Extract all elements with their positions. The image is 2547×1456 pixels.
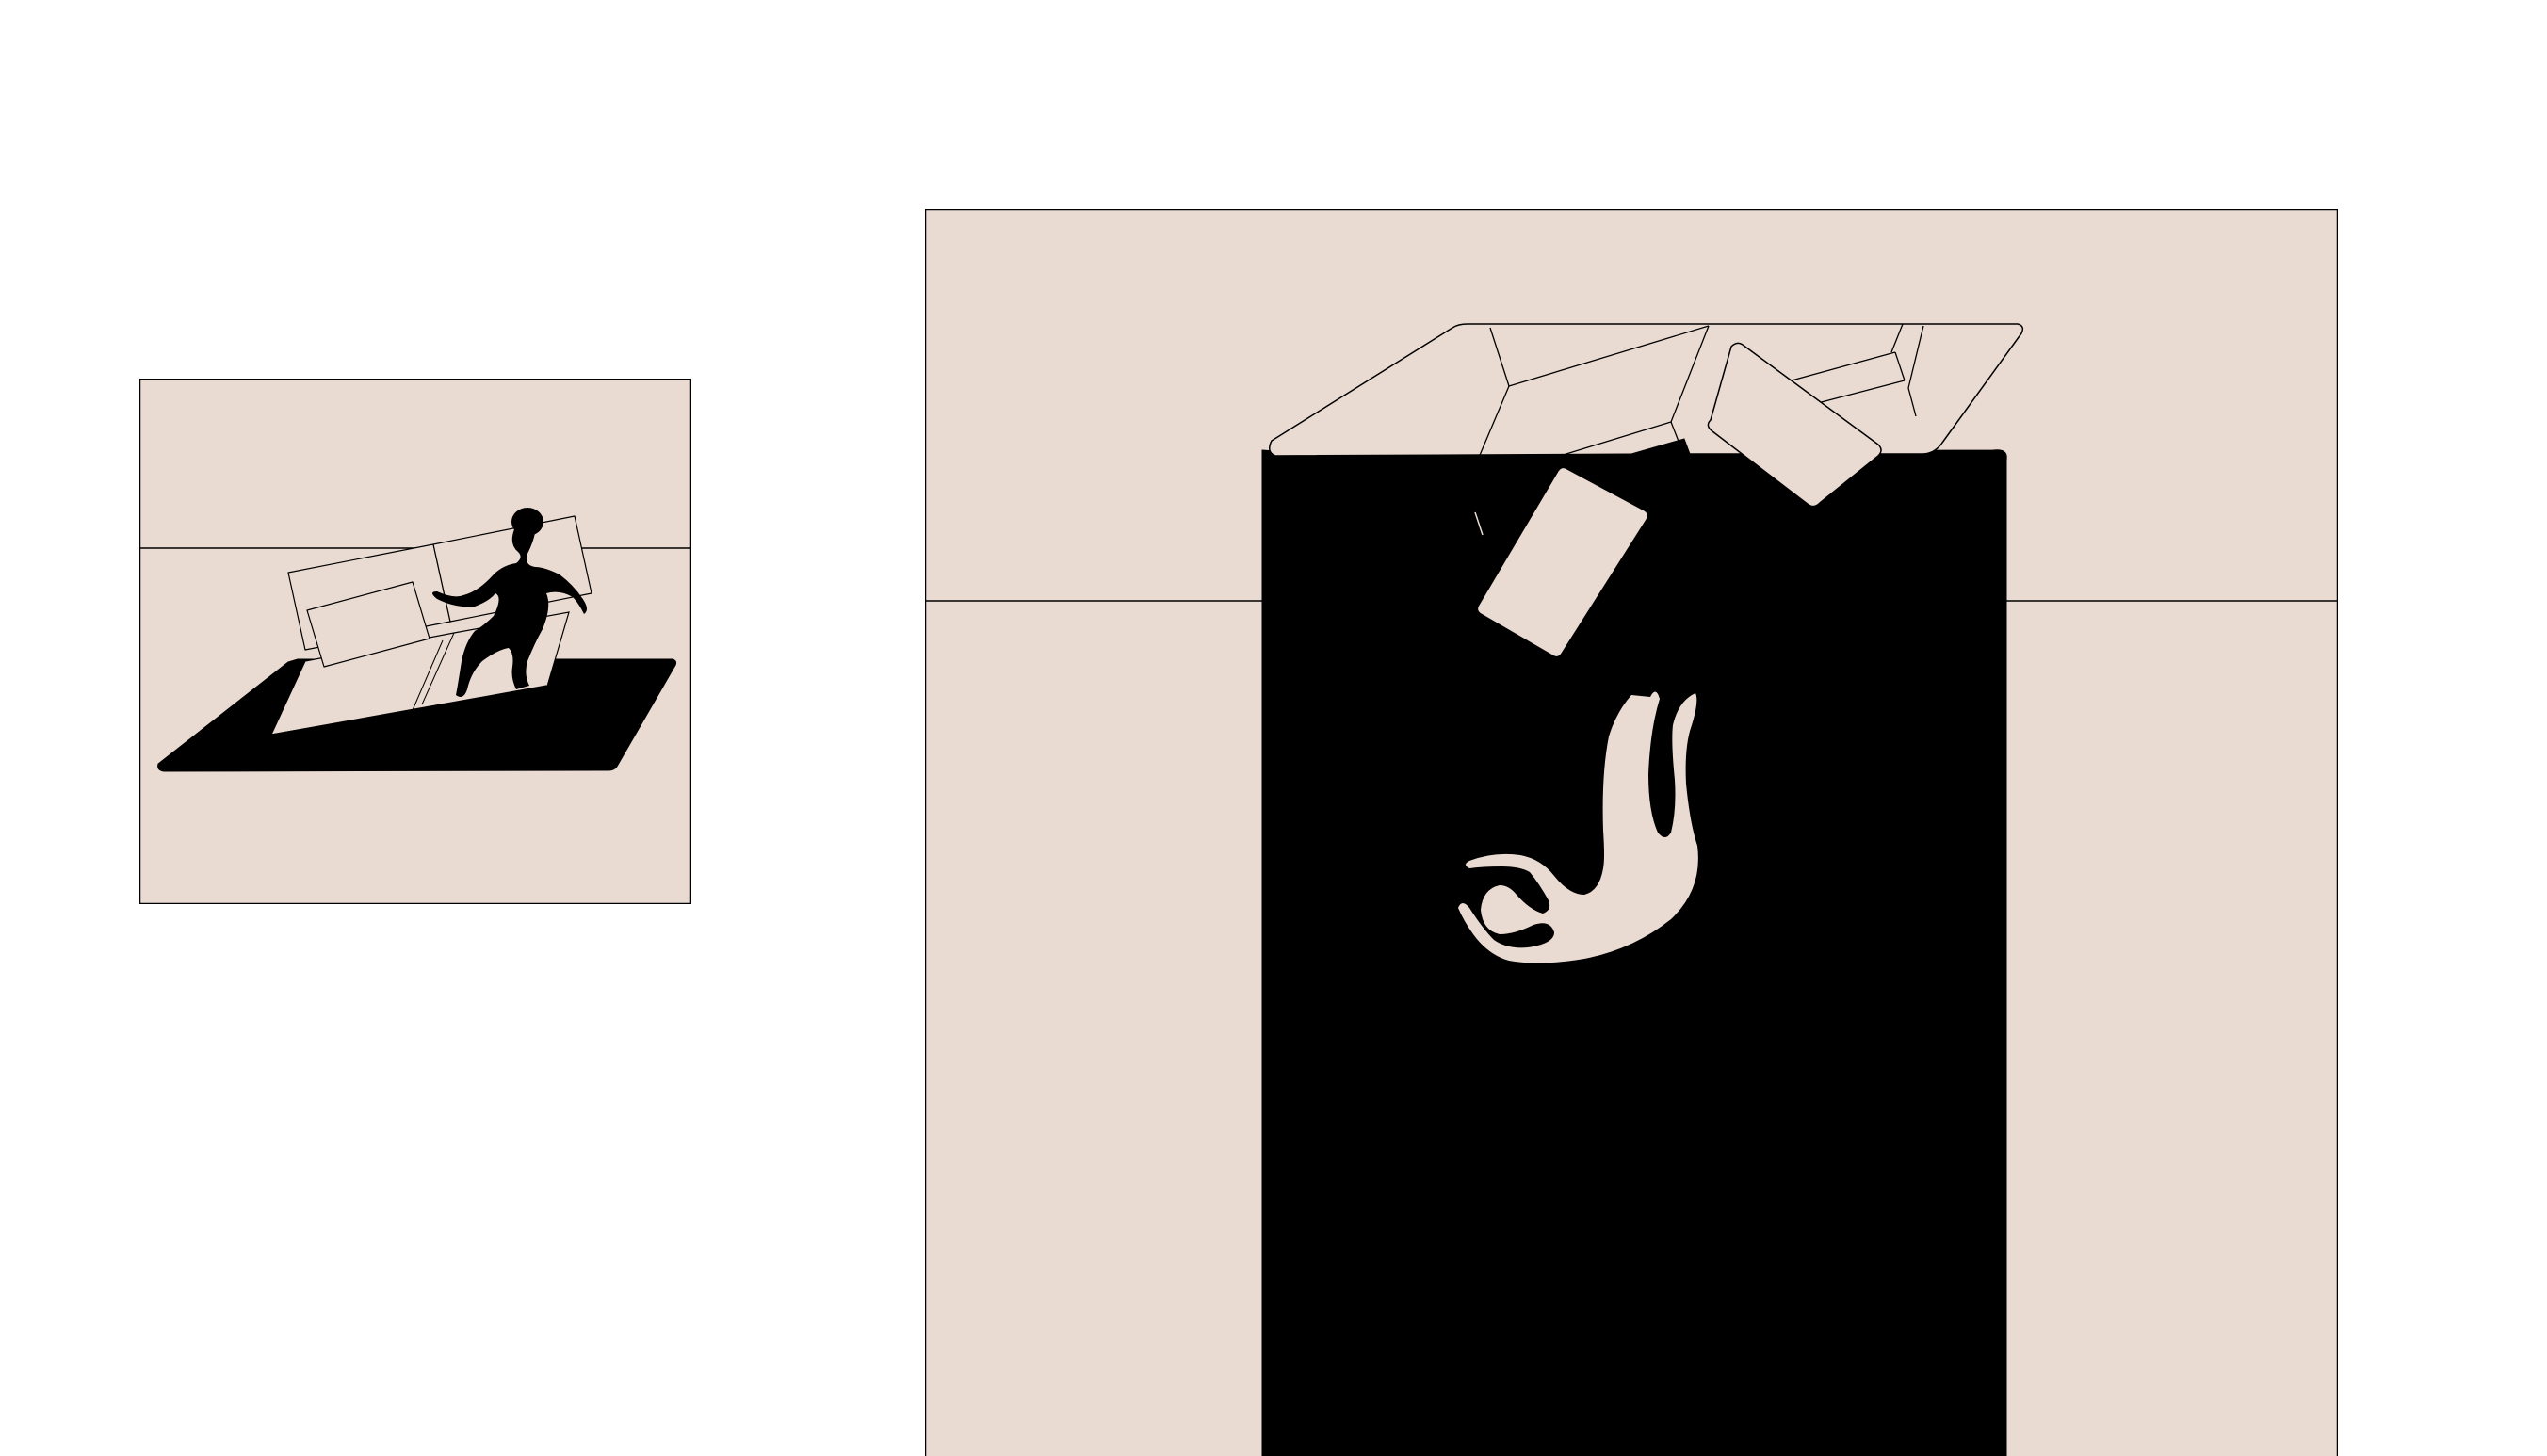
- loose-cushion-lower: [1476, 466, 1649, 658]
- rug-shape: [1261, 449, 2007, 1456]
- person-seated-silhouette-icon: [432, 508, 587, 697]
- sofa-panel-seams: [1467, 323, 1924, 485]
- sofa-side-view-panel: [139, 379, 691, 904]
- loose-cushion-upper: [1707, 342, 1882, 508]
- sofa-front-edge: [270, 685, 551, 751]
- loose-cushion: [306, 581, 430, 668]
- sofa-leg-line: [1474, 511, 1484, 536]
- sofa-seat-shadow: [1472, 438, 1691, 513]
- sofa-top-view-panel: [925, 209, 2338, 1456]
- person-lying-top-view-icon: [1458, 691, 1698, 963]
